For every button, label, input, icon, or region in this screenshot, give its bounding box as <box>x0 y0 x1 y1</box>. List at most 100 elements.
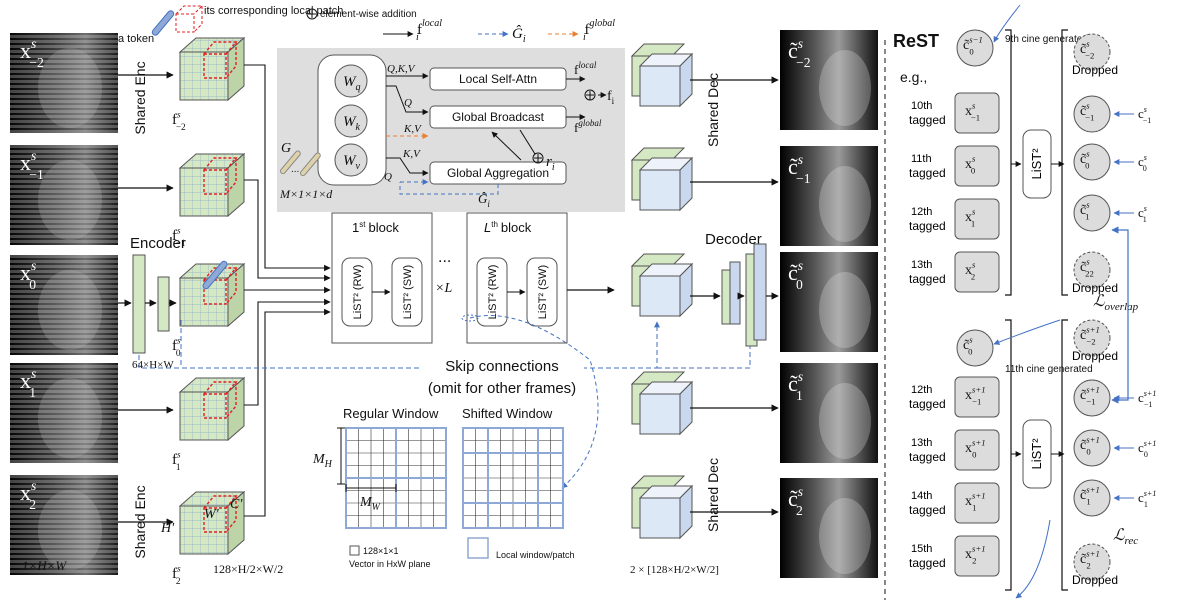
dropped-label: Dropped <box>1072 573 1118 587</box>
wv-node: Wv <box>334 143 368 177</box>
tagged-frame: xs+1−1 <box>954 376 1000 418</box>
tagged-ordinal: 12th <box>911 384 932 396</box>
legend: a token its corresponding local patch el… <box>118 5 615 45</box>
blocks-times-l: ×L <box>435 281 452 296</box>
decoder-cube <box>630 475 694 540</box>
vector-legend-icon <box>349 545 360 556</box>
decoder-out-dim: 2 × [128×H/2×W/2] <box>630 564 719 576</box>
top-output-node: c̃s−1 <box>1073 95 1111 133</box>
feature-cube: fs−2 <box>172 36 246 133</box>
feature-cube: fs−1 <box>172 152 246 249</box>
bottom-target-label: cs+1−1 <box>1138 389 1156 409</box>
input-frame: xs−2 <box>10 33 118 133</box>
decoder-cube <box>630 371 694 436</box>
decoder-cubes <box>630 43 694 540</box>
output-frame-label: c̃s−2 <box>788 36 811 70</box>
wk-node: Wk <box>334 104 368 138</box>
local-window-legend-icon <box>467 537 489 559</box>
local-self-attn-label: Local Self-Attn <box>459 72 537 86</box>
feature-dim-w: W' <box>204 507 220 522</box>
dropped-label: Dropped <box>1072 281 1118 295</box>
qkv-label: Q,K,V <box>387 63 416 75</box>
feature-dim-size: 128×H/2×W/2 <box>213 562 283 576</box>
feature-dim-c: C' <box>230 497 243 512</box>
shared-dec-label-bottom: Shared Dec <box>705 458 721 532</box>
shifted-window-title: Shifted Window <box>462 406 553 421</box>
tagged-word: tagged <box>909 219 946 233</box>
decoder-layer-4 <box>753 243 767 341</box>
rec-loss: ℒrec <box>1113 527 1138 547</box>
global-aggregation-label: Global Aggregation <box>447 166 549 180</box>
list2-label: LiST² <box>1029 438 1044 470</box>
fi-label: fi <box>607 89 615 106</box>
list2-module: LiST² <box>1022 419 1052 489</box>
bottom-generated-label: 11th cine generated <box>1005 364 1093 375</box>
tagged-frame: xs−1 <box>954 92 1000 134</box>
mw-label: MW <box>359 495 382 513</box>
tagged-ordinal: 13th <box>911 437 932 449</box>
last-block-rw-label: LiST² (RW) <box>487 265 499 320</box>
window-zoom-arrow <box>469 315 599 489</box>
svg-text:Wv: Wv <box>343 153 361 172</box>
tagged-word: tagged <box>909 397 946 411</box>
shared-enc-label-top: Shared Enc <box>132 61 148 134</box>
bottom-output-node: c̃s+1−1 <box>1073 379 1111 417</box>
top-output-node-label: c̃s−2 <box>1080 39 1094 61</box>
decoder-cube <box>630 43 694 108</box>
encoder-layer-2 <box>157 276 170 332</box>
output-frame: c̃s−1 <box>780 146 878 246</box>
tagged-frame-label: xs+1−1 <box>965 385 986 407</box>
tagged-word: tagged <box>909 166 946 180</box>
rest-eg: e.g., <box>900 69 927 85</box>
legend-addition-label: element-wise addition <box>320 9 417 20</box>
tagged-word: tagged <box>909 450 946 464</box>
tagged-ordinal: 13th <box>911 259 932 271</box>
legend-g-hat: Ĝi <box>512 25 526 45</box>
decoder-layer-2 <box>729 261 741 325</box>
token-stack: G ... <box>279 141 321 177</box>
svg-text:Wq: Wq <box>343 74 361 93</box>
addition-icon <box>306 8 318 20</box>
top-output-node-label: c̃s−1 <box>1080 101 1094 123</box>
token-icon <box>151 10 175 36</box>
skip-label-bg <box>420 356 584 376</box>
tagged-ordinal: 11th <box>911 153 932 165</box>
tagged-word: tagged <box>909 503 946 517</box>
shared-dec-label-top: Shared Dec <box>705 73 721 147</box>
input-frame-label: xs−1 <box>20 148 44 182</box>
decoder-arrows <box>690 76 779 516</box>
g-hat-panel-label: Ĝi <box>478 191 490 209</box>
dropped-label: Dropped <box>1072 63 1118 77</box>
overlap-loss: ℒoverlap <box>1093 293 1139 313</box>
